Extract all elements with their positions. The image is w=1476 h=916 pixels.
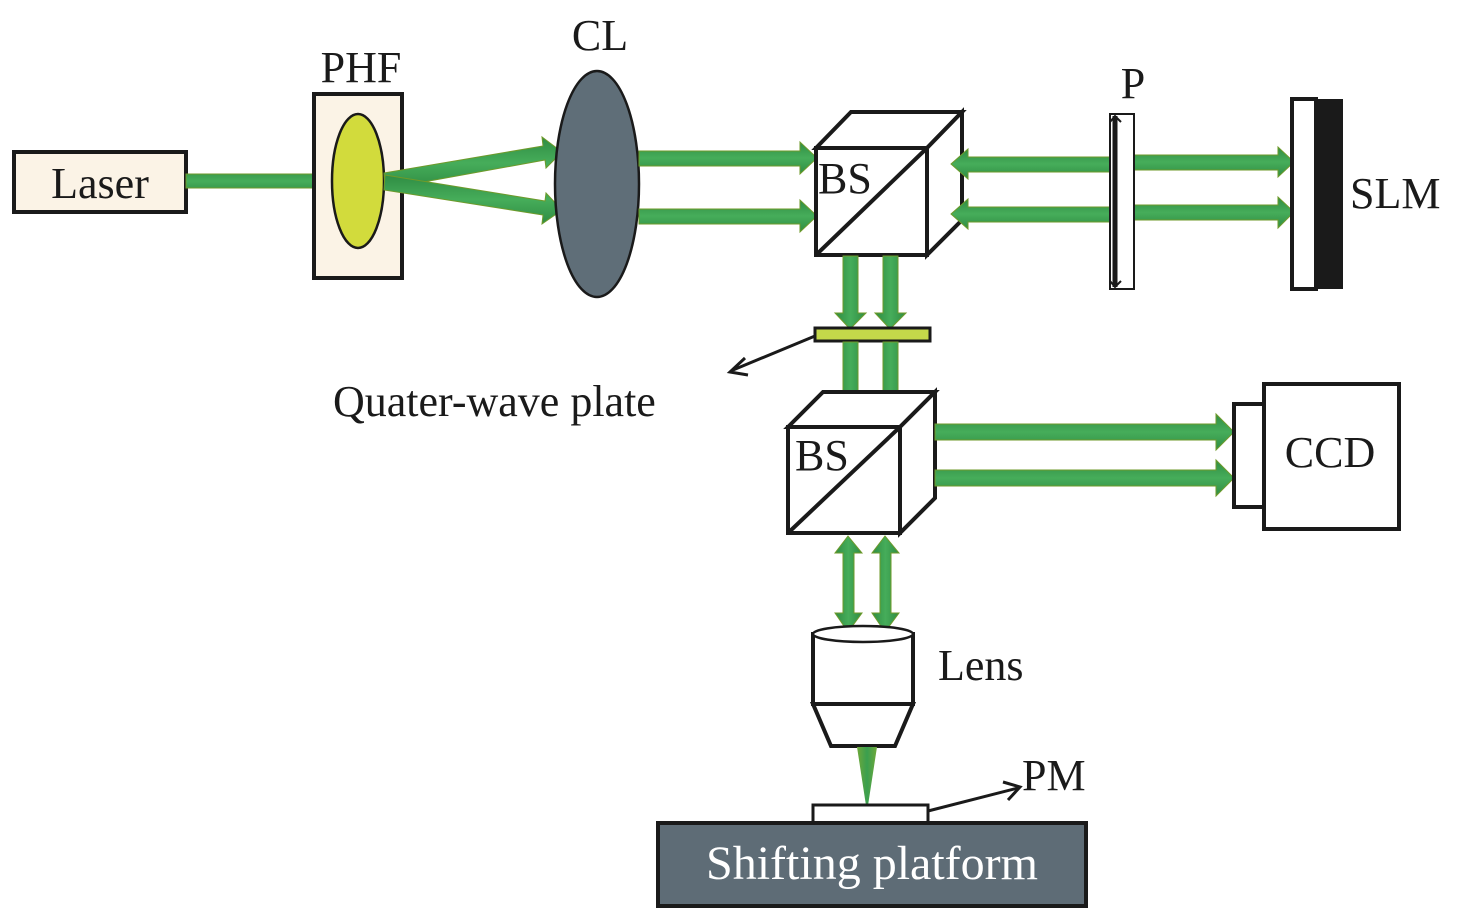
quarter-wave-plate: Quater-wave plate	[333, 326, 932, 426]
shifting-platform: Shifting platform	[656, 821, 1088, 908]
bs-top-label: BS	[818, 154, 872, 203]
focused-beam	[857, 747, 877, 812]
beamsplitter-top: BS	[811, 107, 967, 260]
platform-label: Shifting platform	[706, 837, 1038, 890]
beam-laser-to-phf	[185, 165, 333, 197]
pm-label: PM	[1022, 751, 1086, 800]
pm-pointer-arrow	[927, 786, 1019, 813]
ccd-label: CCD	[1285, 428, 1375, 477]
laser-box	[12, 150, 188, 214]
sample-pm: PM	[811, 751, 1086, 825]
slm-label: SLM	[1350, 169, 1440, 218]
lens-label: Lens	[938, 641, 1024, 690]
laser-source: Laser	[12, 150, 188, 214]
cl-lens	[553, 69, 641, 299]
objective-lens: Lens	[809, 624, 1024, 748]
phf-label: PHF	[321, 43, 402, 92]
qwp-pointer-arrow	[732, 334, 816, 372]
qwp-plate	[813, 326, 932, 343]
beam-bs-to-lens	[833, 535, 901, 633]
beam-phf-to-cl	[383, 135, 563, 226]
slm-component: SLM	[1290, 97, 1440, 291]
qwp-label: Quater-wave plate	[333, 377, 656, 426]
beam-bs-to-qwp	[833, 255, 908, 330]
polarizer-label: P	[1121, 59, 1145, 108]
beamsplitter-bottom: BS	[783, 387, 940, 538]
cl-component: CL	[553, 11, 641, 299]
phf-component: PHF	[312, 43, 404, 280]
ccd-camera: CCD	[1232, 382, 1401, 531]
polarizer-component: P	[1109, 59, 1145, 290]
phf-lens	[330, 112, 386, 250]
laser-label: Laser	[51, 159, 149, 208]
beam-bs-to-slm	[950, 145, 1295, 231]
bs-bottom-label: BS	[795, 431, 849, 480]
cl-label: CL	[572, 11, 628, 60]
beam-bs-to-ccd	[934, 412, 1235, 498]
beam-cl-to-bs	[638, 140, 818, 234]
